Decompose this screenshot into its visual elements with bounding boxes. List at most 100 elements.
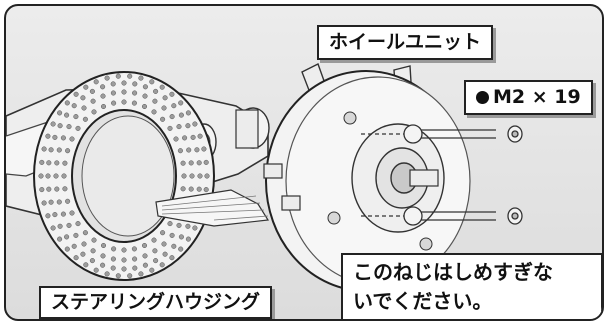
ring-hole	[73, 114, 79, 120]
ring-hole	[64, 246, 70, 252]
ring-hole	[89, 88, 95, 94]
ring-hole	[64, 112, 70, 118]
screw-spec-label: M2 × 19	[464, 80, 593, 115]
ring-hole	[121, 247, 127, 253]
ring-hole	[132, 90, 138, 96]
ring-hole	[131, 246, 137, 252]
ring-hole	[160, 230, 166, 236]
ring-hole	[159, 262, 165, 268]
ring-hole	[50, 225, 56, 231]
ring-hole	[110, 90, 116, 96]
ring-hole	[182, 135, 188, 141]
ring-hole	[91, 237, 97, 243]
ring-hole	[100, 84, 106, 90]
ring-hole	[57, 236, 63, 242]
steering-housing-ring	[33, 71, 215, 281]
ring-hole	[69, 210, 75, 216]
ring-hole	[152, 98, 158, 104]
ring-hole	[162, 95, 168, 101]
ring-hole	[180, 160, 186, 166]
ring-hole	[197, 173, 203, 179]
ring-hole	[115, 273, 121, 279]
ring-hole	[178, 234, 184, 240]
ring-hole	[111, 100, 117, 106]
ring-hole	[39, 159, 45, 165]
warning-line-2: いでください。	[353, 289, 493, 313]
ring-hole	[100, 93, 106, 99]
ring-hole	[142, 262, 148, 268]
ring-hole	[90, 248, 96, 254]
ring-hole	[176, 124, 182, 130]
ring-hole	[111, 246, 117, 252]
ring-hole	[196, 160, 202, 166]
ring-hole	[81, 105, 87, 111]
ring-hole	[203, 187, 209, 193]
ring-hole	[71, 243, 77, 249]
ring-hole	[93, 267, 99, 273]
ring-hole	[161, 241, 167, 247]
ring-hole	[104, 75, 110, 81]
ring-hole	[110, 81, 116, 87]
ring-hole	[188, 160, 194, 166]
ring-hole	[121, 266, 127, 272]
ring-hole	[62, 186, 68, 192]
ring-hole	[185, 223, 191, 229]
steering-housing-label: ステアリングハウジング	[39, 286, 273, 319]
ring-hole	[189, 173, 195, 179]
ring-hole	[52, 134, 58, 140]
wheel-unit	[263, 63, 471, 292]
ring-hole	[153, 88, 159, 94]
assembly-illustration	[6, 63, 523, 292]
ring-hole	[64, 234, 70, 240]
ring-hole	[56, 147, 62, 153]
ring-hole	[90, 98, 96, 104]
ring-hole	[167, 221, 173, 227]
ring-hole	[149, 267, 155, 273]
ribbon-cable	[155, 189, 270, 227]
ring-hole	[110, 265, 116, 271]
ring-hole	[69, 136, 75, 142]
ring-hole	[127, 273, 133, 279]
ring-hole	[194, 147, 200, 153]
ring-hole	[203, 159, 209, 165]
ring-hole	[197, 133, 203, 139]
ring-hole	[45, 173, 51, 179]
ring-hole	[80, 95, 86, 101]
wheel-unit-text: ホイールユニット	[329, 31, 482, 53]
ring-hole	[204, 173, 210, 179]
ring-hole	[54, 160, 60, 166]
ring-hole	[181, 173, 187, 179]
ring-hole	[121, 89, 127, 95]
ring-hole	[178, 100, 184, 106]
ring-hole	[121, 257, 127, 263]
ring-hole	[39, 187, 45, 193]
ring-hole	[132, 265, 138, 271]
ring-hole	[142, 253, 148, 259]
ring-hole	[38, 173, 44, 179]
ring-hole	[61, 173, 67, 179]
ring-hole	[60, 135, 66, 141]
ring-hole	[167, 125, 173, 131]
ring-hole	[178, 112, 184, 118]
ring-hole	[71, 103, 77, 109]
wheel-unit-label: ホイールユニット	[317, 25, 494, 60]
ring-hole	[138, 75, 144, 81]
bullet-icon	[476, 91, 489, 104]
ring-hole	[132, 256, 138, 262]
ring-hole	[65, 148, 71, 154]
ring-hole	[186, 147, 192, 153]
ring-hole	[171, 103, 177, 109]
ring-hole	[41, 200, 47, 206]
ring-hole	[60, 211, 66, 217]
ring-hole	[121, 80, 127, 86]
ring-hole	[152, 248, 158, 254]
ring-hole	[81, 241, 87, 247]
ring-hole	[142, 93, 148, 99]
ring-hole	[89, 258, 95, 264]
ring-hole	[169, 91, 175, 97]
ring-hole	[57, 110, 63, 116]
ring-hole	[192, 225, 198, 231]
ring-hole	[62, 160, 68, 166]
ring-hole	[66, 222, 72, 228]
screws	[361, 124, 523, 226]
